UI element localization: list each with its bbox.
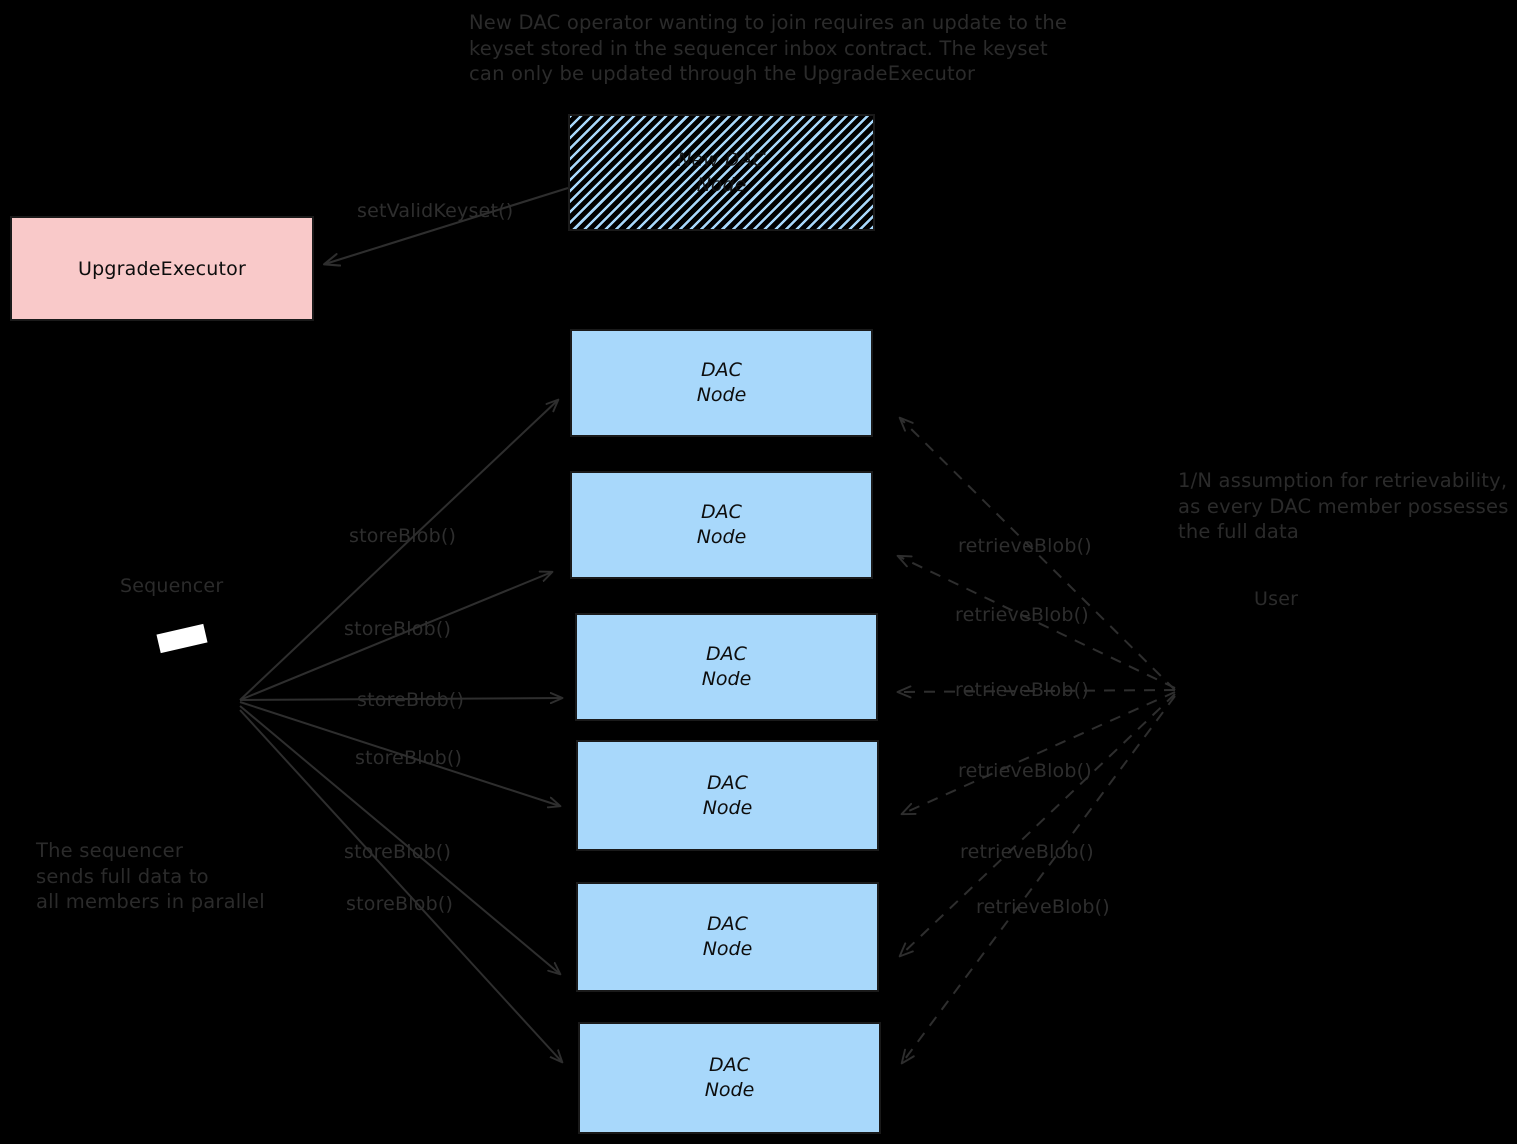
user-label: User bbox=[1254, 588, 1299, 610]
edge-label-set-valid-keyset: setValidKeyset() bbox=[357, 200, 514, 222]
edge-store-blob-4 bbox=[239, 701, 560, 806]
edge-store-blob-2 bbox=[239, 572, 552, 701]
upgrade-executor-label: UpgradeExecutor bbox=[78, 257, 246, 280]
sequencer-label: Sequencer bbox=[120, 575, 224, 597]
dac-node-label: DAC Node bbox=[696, 501, 747, 548]
new-dac-node-box[interactable]: New DAC Node bbox=[568, 114, 875, 231]
edge-store-blob-6 bbox=[239, 709, 562, 1062]
edge-label-store-blob-4: storeBlob() bbox=[355, 747, 463, 769]
edge-store-blob-5 bbox=[239, 705, 560, 974]
right-annotation: 1/N assumption for retrievability, as ev… bbox=[1178, 469, 1509, 543]
edge-label-retrieve-blob-2: retrieveBlob() bbox=[955, 604, 1089, 626]
dac-node-5[interactable]: DAC Node bbox=[576, 882, 879, 992]
edge-retrieve-blob-1 bbox=[898, 416, 1176, 691]
new-dac-node-label: New DAC Node bbox=[677, 148, 766, 196]
dac-node-4[interactable]: DAC Node bbox=[576, 740, 879, 851]
edge-label-store-blob-2: storeBlob() bbox=[344, 618, 452, 640]
dac-node-label: DAC Node bbox=[701, 643, 752, 690]
dac-node-2[interactable]: DAC Node bbox=[570, 471, 873, 579]
edge-store-blob-group bbox=[239, 400, 562, 1062]
edge-store-blob-3 bbox=[239, 698, 562, 700]
edge-label-store-blob-1: storeBlob() bbox=[349, 525, 457, 547]
edge-store-blob-1 bbox=[239, 400, 558, 701]
top-annotation: New DAC operator wanting to join require… bbox=[469, 11, 1068, 85]
dac-node-label: DAC Node bbox=[704, 1054, 755, 1101]
edge-retrieve-blob-4 bbox=[900, 691, 1176, 816]
edge-label-retrieve-blob-4: retrieveBlob() bbox=[958, 760, 1092, 782]
edge-label-store-blob-3: storeBlob() bbox=[357, 689, 465, 711]
dac-node-1[interactable]: DAC Node bbox=[570, 329, 873, 437]
edge-retrieve-blob-5 bbox=[898, 693, 1176, 958]
edge-label-retrieve-blob-6: retrieveBlob() bbox=[976, 896, 1110, 918]
dac-node-label: DAC Node bbox=[696, 359, 747, 406]
dac-node-3[interactable]: DAC Node bbox=[575, 613, 878, 721]
dac-node-6[interactable]: DAC Node bbox=[578, 1022, 881, 1134]
edge-label-store-blob-5: storeBlob() bbox=[344, 841, 452, 863]
edge-label-retrieve-blob-3: retrieveBlob() bbox=[955, 679, 1089, 701]
upgrade-executor-box[interactable]: UpgradeExecutor bbox=[10, 216, 314, 321]
dac-node-label: DAC Node bbox=[702, 771, 753, 819]
edge-retrieve-blob-3 bbox=[896, 685, 1176, 699]
edge-retrieve-blob-group bbox=[896, 416, 1176, 1065]
dac-node-label: DAC Node bbox=[702, 913, 753, 960]
edge-set-valid-keyset bbox=[325, 186, 569, 264]
edge-label-retrieve-blob-1: retrieveBlob() bbox=[958, 535, 1092, 557]
edge-label-retrieve-blob-5: retrieveBlob() bbox=[960, 841, 1094, 863]
edge-label-store-blob-6: storeBlob() bbox=[346, 893, 454, 915]
left-annotation: The sequencer sends full data to all mem… bbox=[36, 839, 265, 913]
edge-retrieve-blob-6 bbox=[900, 695, 1176, 1065]
